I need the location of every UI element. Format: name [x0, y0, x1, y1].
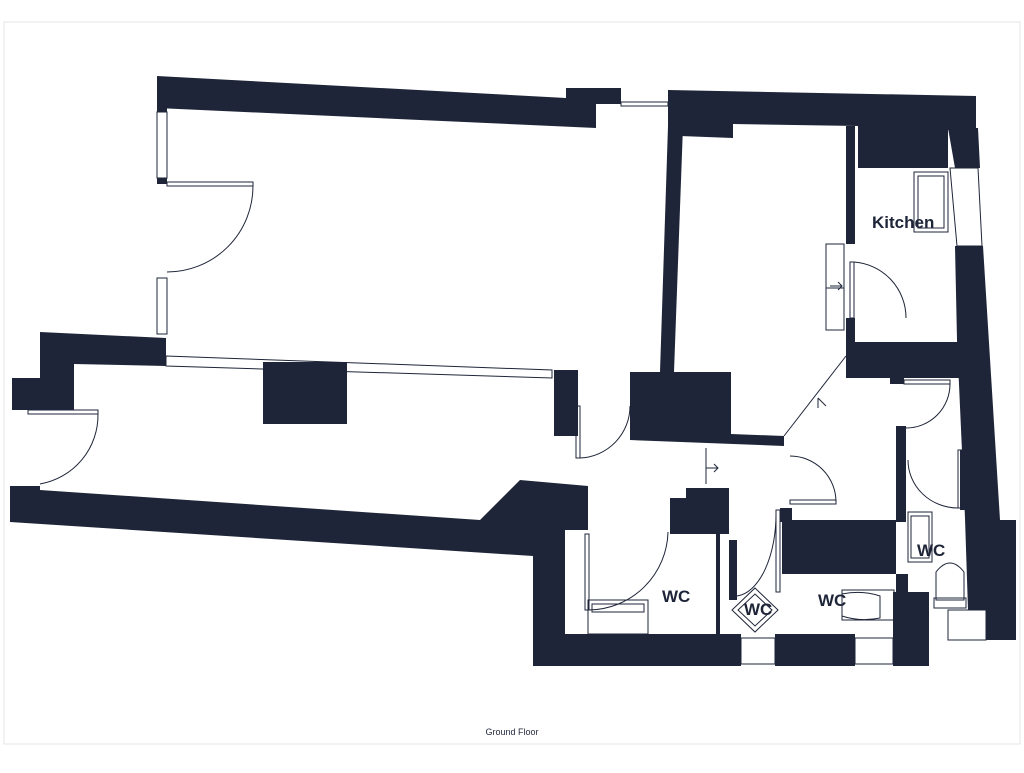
door-wc4-inner-leaf [957, 449, 963, 509]
wall-wc4-left [896, 426, 906, 522]
wall-wc2-left [729, 540, 737, 600]
door-front-leaf [27, 409, 99, 415]
window-wc-bottom-3 [947, 609, 987, 641]
door-wc3-leaf [789, 499, 837, 505]
label-kitchen: Kitchen [872, 213, 934, 232]
wall-wc-left [533, 530, 580, 666]
wall-wc-partition-1 [670, 488, 729, 634]
door-hall-leaf [575, 405, 581, 459]
arrow-hall [705, 448, 719, 484]
wc4-toilet [935, 562, 965, 601]
window-left-upper [156, 111, 168, 179]
wall-middle-left [660, 126, 683, 372]
window-top [620, 101, 669, 107]
wall-main-left-jamb [157, 178, 167, 184]
arrows [705, 281, 843, 484]
kitchen-sink [913, 171, 949, 233]
wall-right-top [668, 90, 976, 168]
doors [27, 181, 963, 611]
door-kitchen-leaf [849, 261, 855, 319]
wall-main-left-stub [157, 106, 167, 112]
wall-kitchen-left-lower [846, 318, 855, 356]
window-wc-bottom-1 [740, 637, 776, 665]
wall-lower-left-top [12, 332, 166, 410]
door-wc1-leaf [584, 533, 590, 611]
walls [10, 76, 1016, 666]
door-main-leaf [166, 181, 254, 187]
wall-wc-bottom-3 [893, 592, 929, 666]
door-wc4-leaf [903, 379, 951, 385]
wall-right-exterior [955, 246, 1016, 640]
arrow-diagonal [817, 397, 827, 408]
door-diagonal-leaf [783, 355, 847, 437]
wall-pillar [263, 362, 347, 424]
window-wc-bottom-2 [854, 637, 894, 665]
wc3-basin [841, 589, 895, 621]
label-wc-2: WC [744, 600, 772, 619]
wall-wc3-top [782, 520, 896, 574]
wall-wc-bottom-2 [775, 634, 855, 666]
label-wc-3: WC [818, 591, 846, 610]
door-wc3-arc [789, 455, 837, 503]
wall-lower-bottom [10, 480, 588, 556]
door-hall-arc [579, 405, 631, 459]
door-wc2-arc [736, 511, 777, 597]
wall-wc4-jamb [896, 574, 908, 594]
door-wc1-arc [588, 531, 669, 611]
arrow-cupboard [830, 281, 843, 291]
window-divider [165, 355, 553, 379]
door-wc4-arc [905, 383, 951, 429]
fixtures [587, 171, 967, 635]
wc2-toilet [731, 587, 779, 633]
wall-kitchen-bottom [846, 342, 960, 378]
label-ground-floor: Ground Floor [485, 727, 538, 737]
wall-kitchen-bottom-jamb [890, 374, 904, 384]
door-front-arc [39, 413, 99, 485]
wall-main-top [157, 76, 621, 128]
wall-central-block [630, 372, 784, 446]
page-frame [3, 21, 1021, 745]
wc4-basin [907, 511, 933, 563]
wall-wc4-right [960, 450, 966, 510]
wall-kitchen-left-upper [846, 126, 855, 244]
door-wc4-inner-arc [907, 459, 959, 509]
wall-wc-bottom-1 [533, 634, 741, 666]
wall-right-upper [948, 128, 980, 168]
windows [156, 101, 987, 665]
door-wc2-leaf [775, 509, 781, 593]
door-main-arc [166, 185, 254, 273]
label-wc-1: WC [662, 587, 690, 606]
wall-wc-jamb [780, 508, 792, 522]
wall-door-pillar [554, 370, 578, 436]
window-left-lower [156, 277, 168, 335]
window-kitchen [949, 167, 983, 247]
wc1-basin [587, 599, 649, 635]
cupboard-hall [825, 243, 845, 331]
door-kitchen-arc [853, 261, 907, 319]
label-wc-4: WC [917, 541, 945, 560]
